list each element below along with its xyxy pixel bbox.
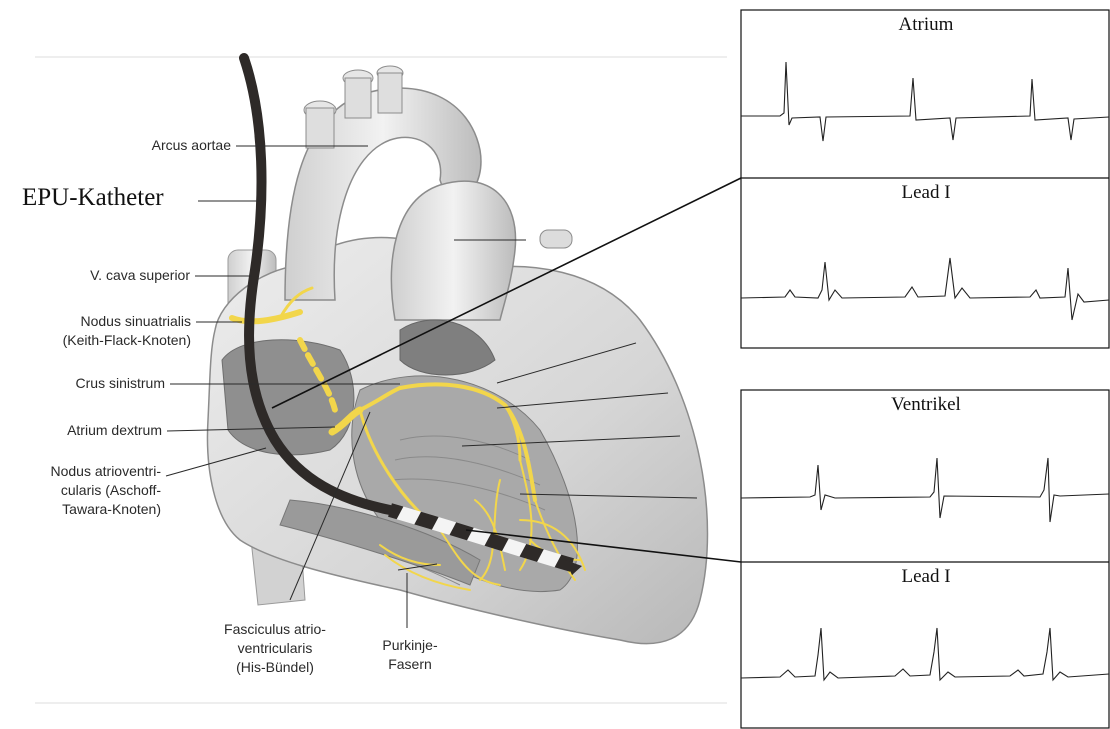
ecg-trace-ventricle bbox=[741, 458, 1109, 522]
pulmonary-trunk bbox=[391, 181, 515, 320]
ecg-trace-atrium bbox=[741, 62, 1109, 141]
label-nodus-sinuatrialis: Nodus sinuatrialis (Keith-Flack-Knoten) bbox=[20, 312, 191, 350]
right-atrium-cavity bbox=[222, 340, 354, 455]
label-fasciculus: Fasciculus atrio- ventricularis (His-Bün… bbox=[195, 620, 355, 677]
label-nodus-atrioventricularis: Nodus atrioventri- cularis (Aschoff- Taw… bbox=[20, 462, 161, 519]
label-vena-cava-superior: V. cava superior bbox=[30, 266, 190, 285]
ecg-title-lead1-b: Lead I bbox=[741, 566, 1110, 588]
ecg-trace-lead1-a bbox=[741, 258, 1109, 320]
ecg-title-lead1-a: Lead I bbox=[741, 182, 1110, 204]
label-arcus-aortae: Arcus aortae bbox=[90, 136, 231, 155]
label-epu-katheter: EPU-Katheter bbox=[22, 184, 164, 212]
ecg-title-atrium: Atrium bbox=[741, 14, 1110, 36]
label-atrium-dextrum: Atrium dextrum bbox=[30, 421, 162, 440]
ecg-title-ventrikel: Ventrikel bbox=[741, 394, 1110, 416]
label-crus-sinistrum: Crus sinistrum bbox=[30, 374, 165, 393]
ecg-trace-lead1-b bbox=[741, 628, 1109, 680]
label-purkinje: Purkinje- Fasern bbox=[360, 636, 460, 674]
